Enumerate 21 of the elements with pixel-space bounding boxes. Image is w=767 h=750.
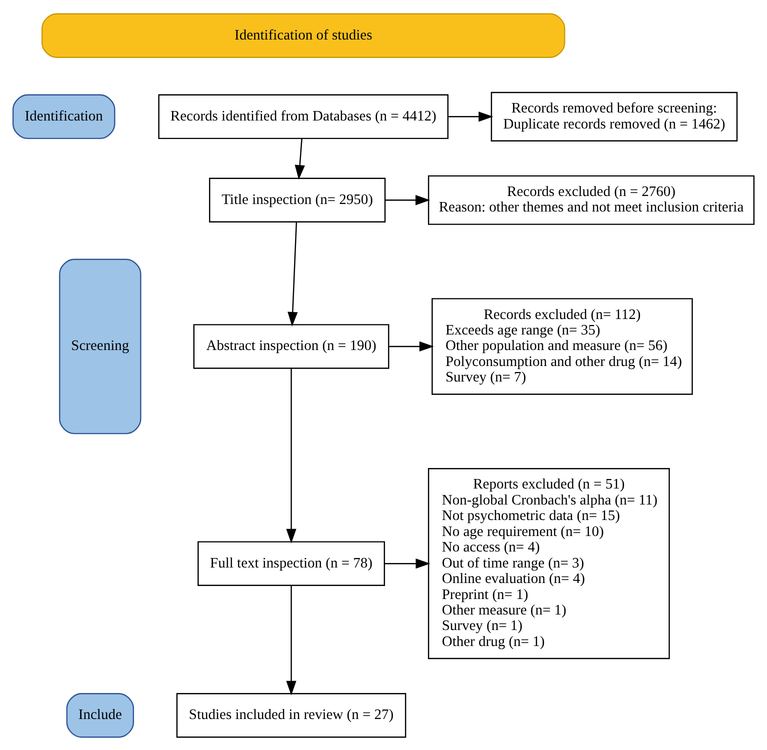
arrow [288, 221, 298, 326]
arrow [286, 585, 296, 695]
node-box: Include [66, 692, 134, 738]
arrow [448, 111, 494, 122]
node-box: Records identified from Databases (n = 4412) [158, 94, 449, 139]
arrow [385, 194, 430, 205]
node-box: Reports excluded (n = 51) Non-global Cronbach's alpha (n= 11) Not psychometric data (n= 15) No age requirement (n= 10) No access (n= 4) Out of time range (n= 3) Online evaluation (n= 4) Preprint (n= 1) Other measure (n= 1) Survey (n= 1) Other drug (n= 1) [428, 468, 670, 659]
arrow [294, 138, 305, 180]
arrow [286, 368, 296, 543]
arrow [384, 558, 430, 568]
node-box: Records removed before screening: Duplicate records removed (n = 1462) [490, 91, 738, 141]
node-box: Abstract inspection (n = 190) [193, 324, 390, 368]
node-box: Identification [12, 94, 116, 139]
arrow [389, 340, 434, 352]
node-box: Full text inspection (n = 78) [198, 540, 385, 586]
node-box: Records excluded (n = 2760) Reason: other themes and not meet inclusion criteria [428, 174, 755, 224]
node-box: Identification of studies [42, 12, 566, 58]
node-box: Studies included in review (n = 27) [176, 692, 406, 738]
node-box: Records excluded (n= 112) Exceeds age range (n= 35) Other population and measure (n= 56) Polyconsumption and other drug (n= 14) Survey (n= 7) [432, 298, 693, 394]
node-box: Screening [59, 258, 142, 434]
node-box: Title inspection (n= 2950) [209, 177, 386, 222]
